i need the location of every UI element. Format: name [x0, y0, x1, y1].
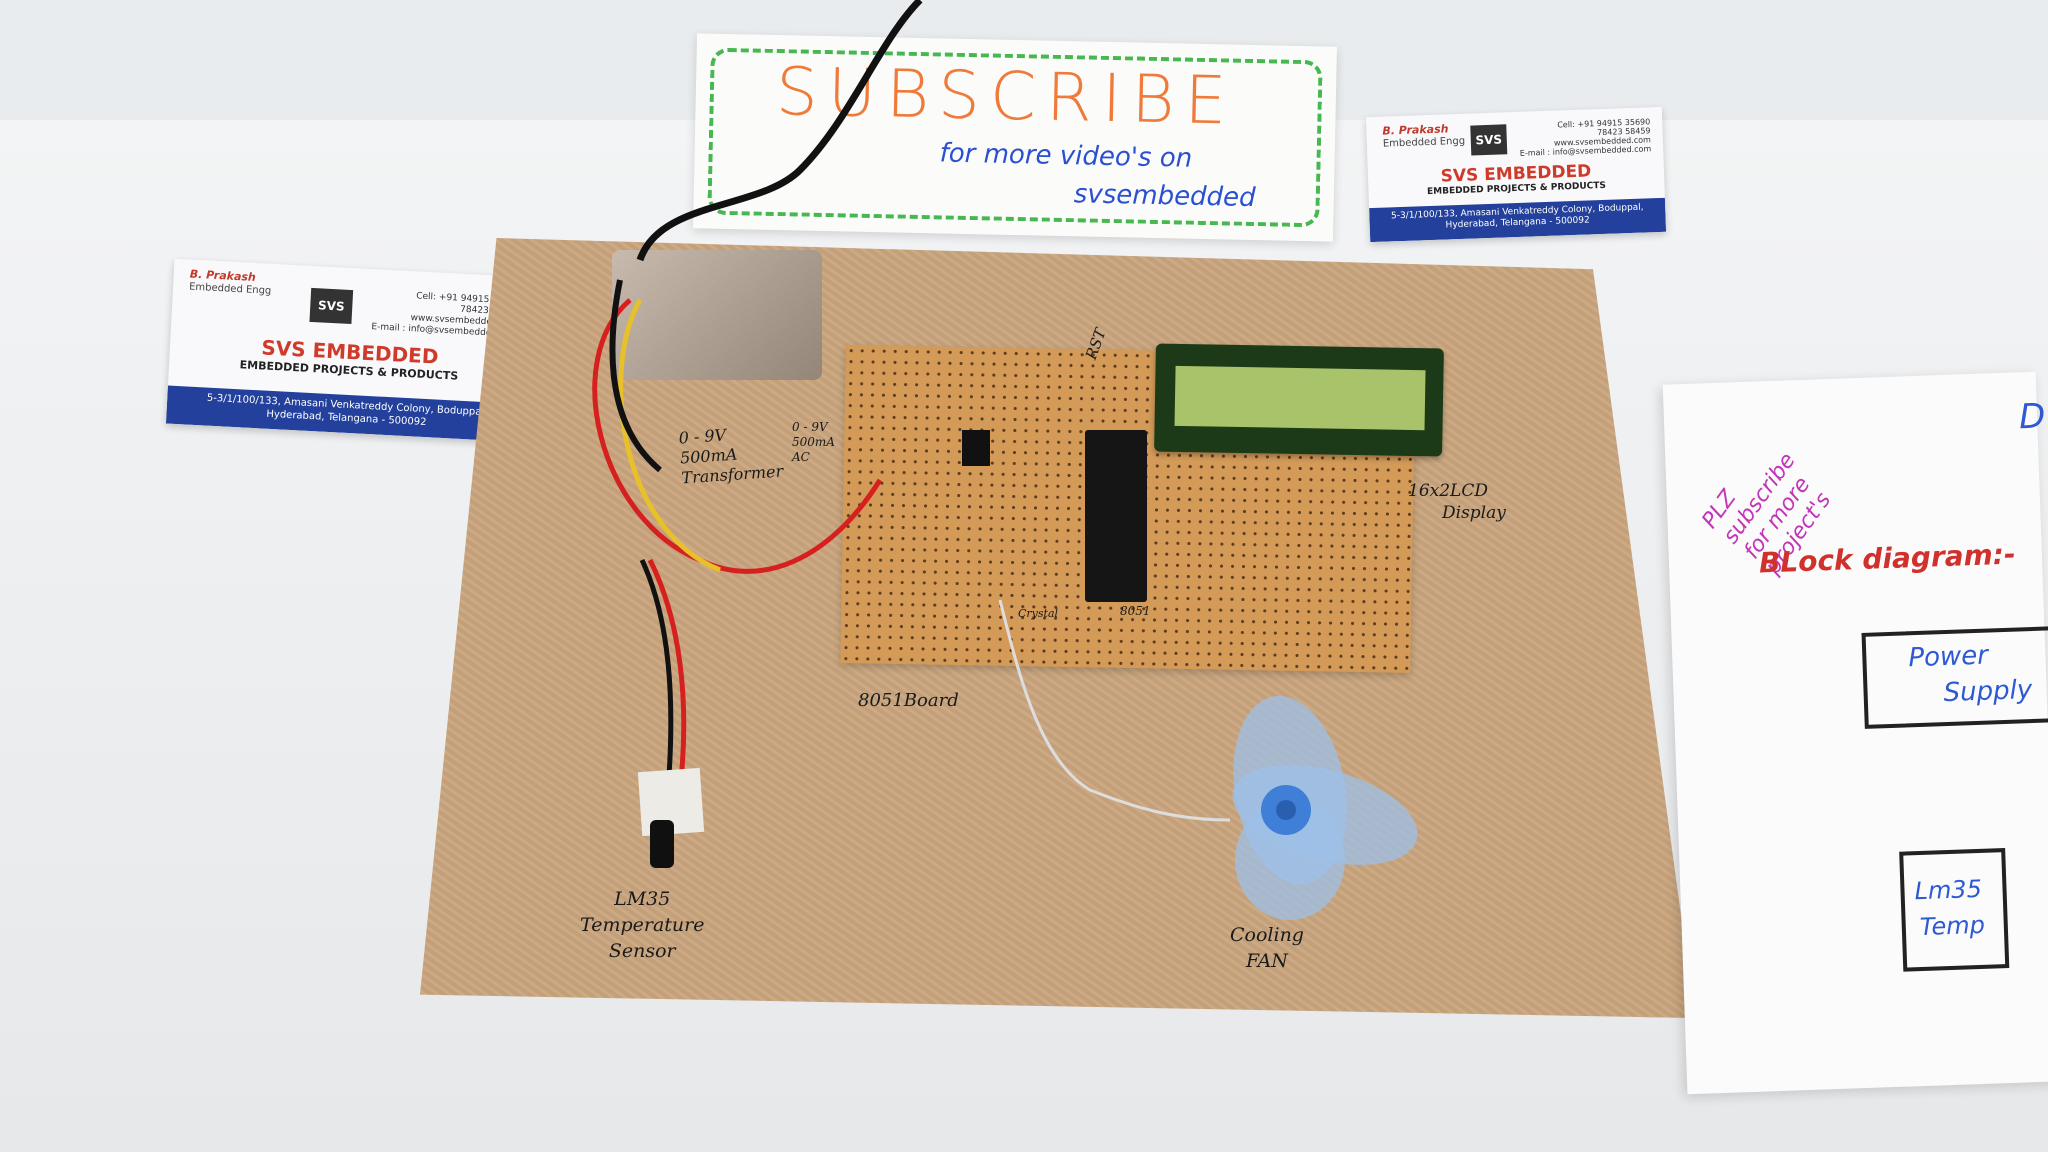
label-lcd: 16x2LCD Display [1408, 481, 1506, 523]
transformer [612, 250, 822, 380]
power-supply-box: Power Supply [1861, 626, 2048, 729]
label-ic: 8051 [1120, 604, 1151, 618]
label-board: 8051Board [858, 690, 959, 711]
block-diagram-sheet: PLZ subscribe for more project's D BLock… [1662, 371, 2048, 1095]
label-fan: Cooling FAN [1230, 924, 1304, 972]
label-lm35: LM35 Temperature Sensor [580, 888, 705, 962]
small-ic-chip [962, 430, 990, 466]
cooling-fan-icon [1232, 695, 1418, 920]
sheet-letter: D [2018, 396, 2046, 438]
lm35-sensor [650, 820, 674, 868]
label-ac: 0 - 9V 500mA AC [792, 420, 835, 464]
label-transformer: 0 - 9V 500mA Transformer [678, 425, 784, 488]
microcontroller-chip [1085, 430, 1147, 602]
label-crystal: Crystal [1018, 607, 1059, 620]
lm35-temp-box: Lm35 Temp [1899, 848, 2010, 972]
